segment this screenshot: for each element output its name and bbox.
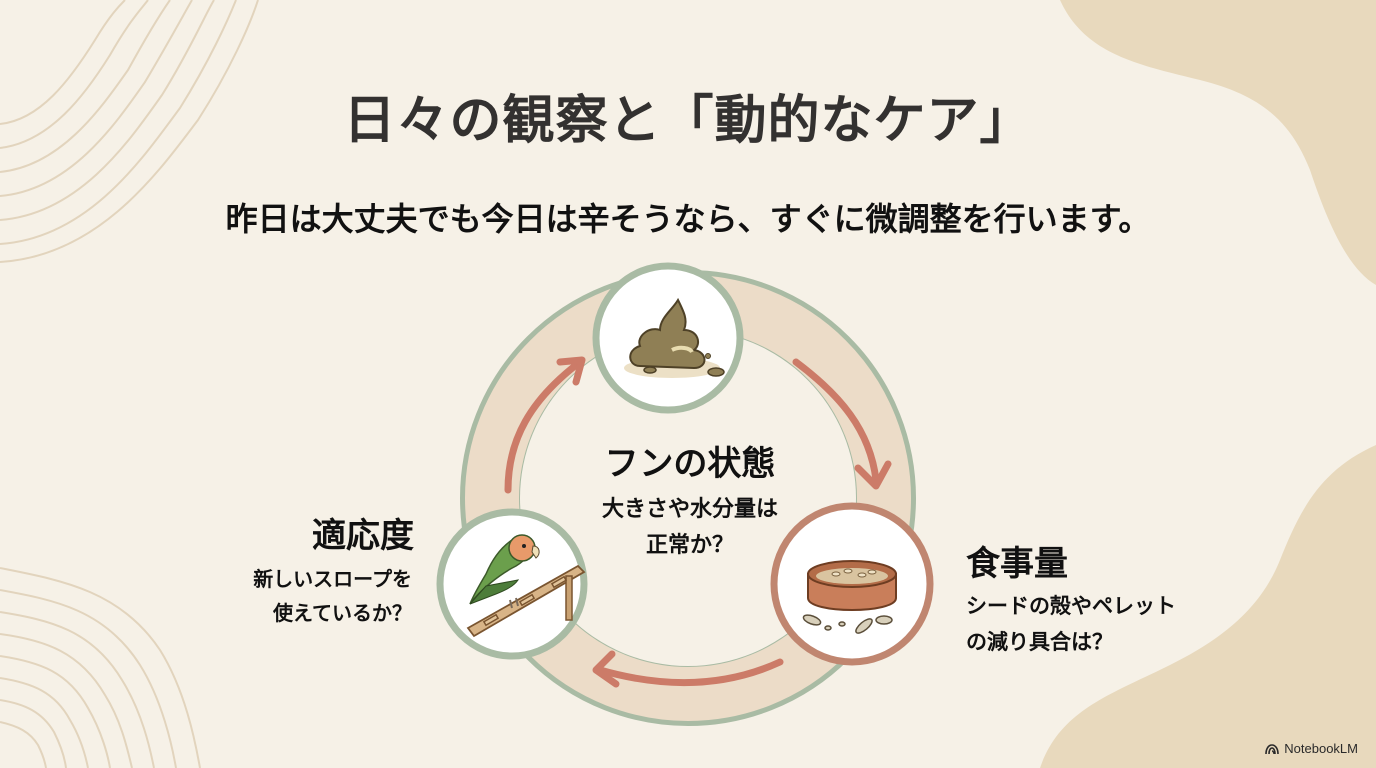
top-right-blob (1060, 0, 1376, 285)
node-droppings (592, 262, 744, 414)
node-food-desc: シードの殻やペレット の減り具合は？ (966, 588, 1246, 660)
arrow-up-left (504, 358, 584, 494)
slide-title: 日々の観察と「動的なケア」 (343, 91, 1033, 151)
node-adaptation-desc: 新しいスロープを 使えているか？ (150, 562, 412, 630)
brand-label: NotebookLM (1284, 741, 1358, 756)
droppings-icon (624, 297, 725, 378)
bottom-left-wave-lines (0, 567, 201, 768)
bottom-right-blob (1040, 445, 1376, 768)
slide-subtitle: 昨日は大丈夫でも今日は辛そうなら、すぐに微調整を行います。 (225, 200, 1151, 238)
node-food (770, 502, 934, 666)
node-droppings-title: フンの状態 (604, 444, 776, 484)
top-left-wave-lines (0, 0, 259, 263)
cycle-arrows (504, 356, 892, 688)
node-food-title: 食事量 (966, 544, 1068, 584)
desc-line: シードの殻やペレット (966, 594, 1176, 618)
desc-line: 新しいスロープを (253, 567, 412, 591)
desc-line: 使えているか？ (273, 601, 412, 625)
arrow-left-bottom (596, 658, 784, 686)
lovebird-on-slope-icon (466, 534, 586, 638)
node-adaptation (436, 508, 588, 660)
desc-line: 大きさや水分量は (601, 497, 778, 522)
desc-line: の減り具合は？ (966, 630, 1113, 654)
notebooklm-logo-icon (1265, 743, 1280, 754)
food-bowl-icon (802, 560, 897, 634)
desc-line: 正常か？ (645, 533, 734, 558)
arrow-down-right (792, 358, 880, 484)
notebooklm-brand: NotebookLM (1265, 741, 1358, 756)
node-adaptation-title: 適応度 (312, 516, 414, 556)
node-droppings-desc: 大きさや水分量は 正常か？ (540, 492, 840, 564)
